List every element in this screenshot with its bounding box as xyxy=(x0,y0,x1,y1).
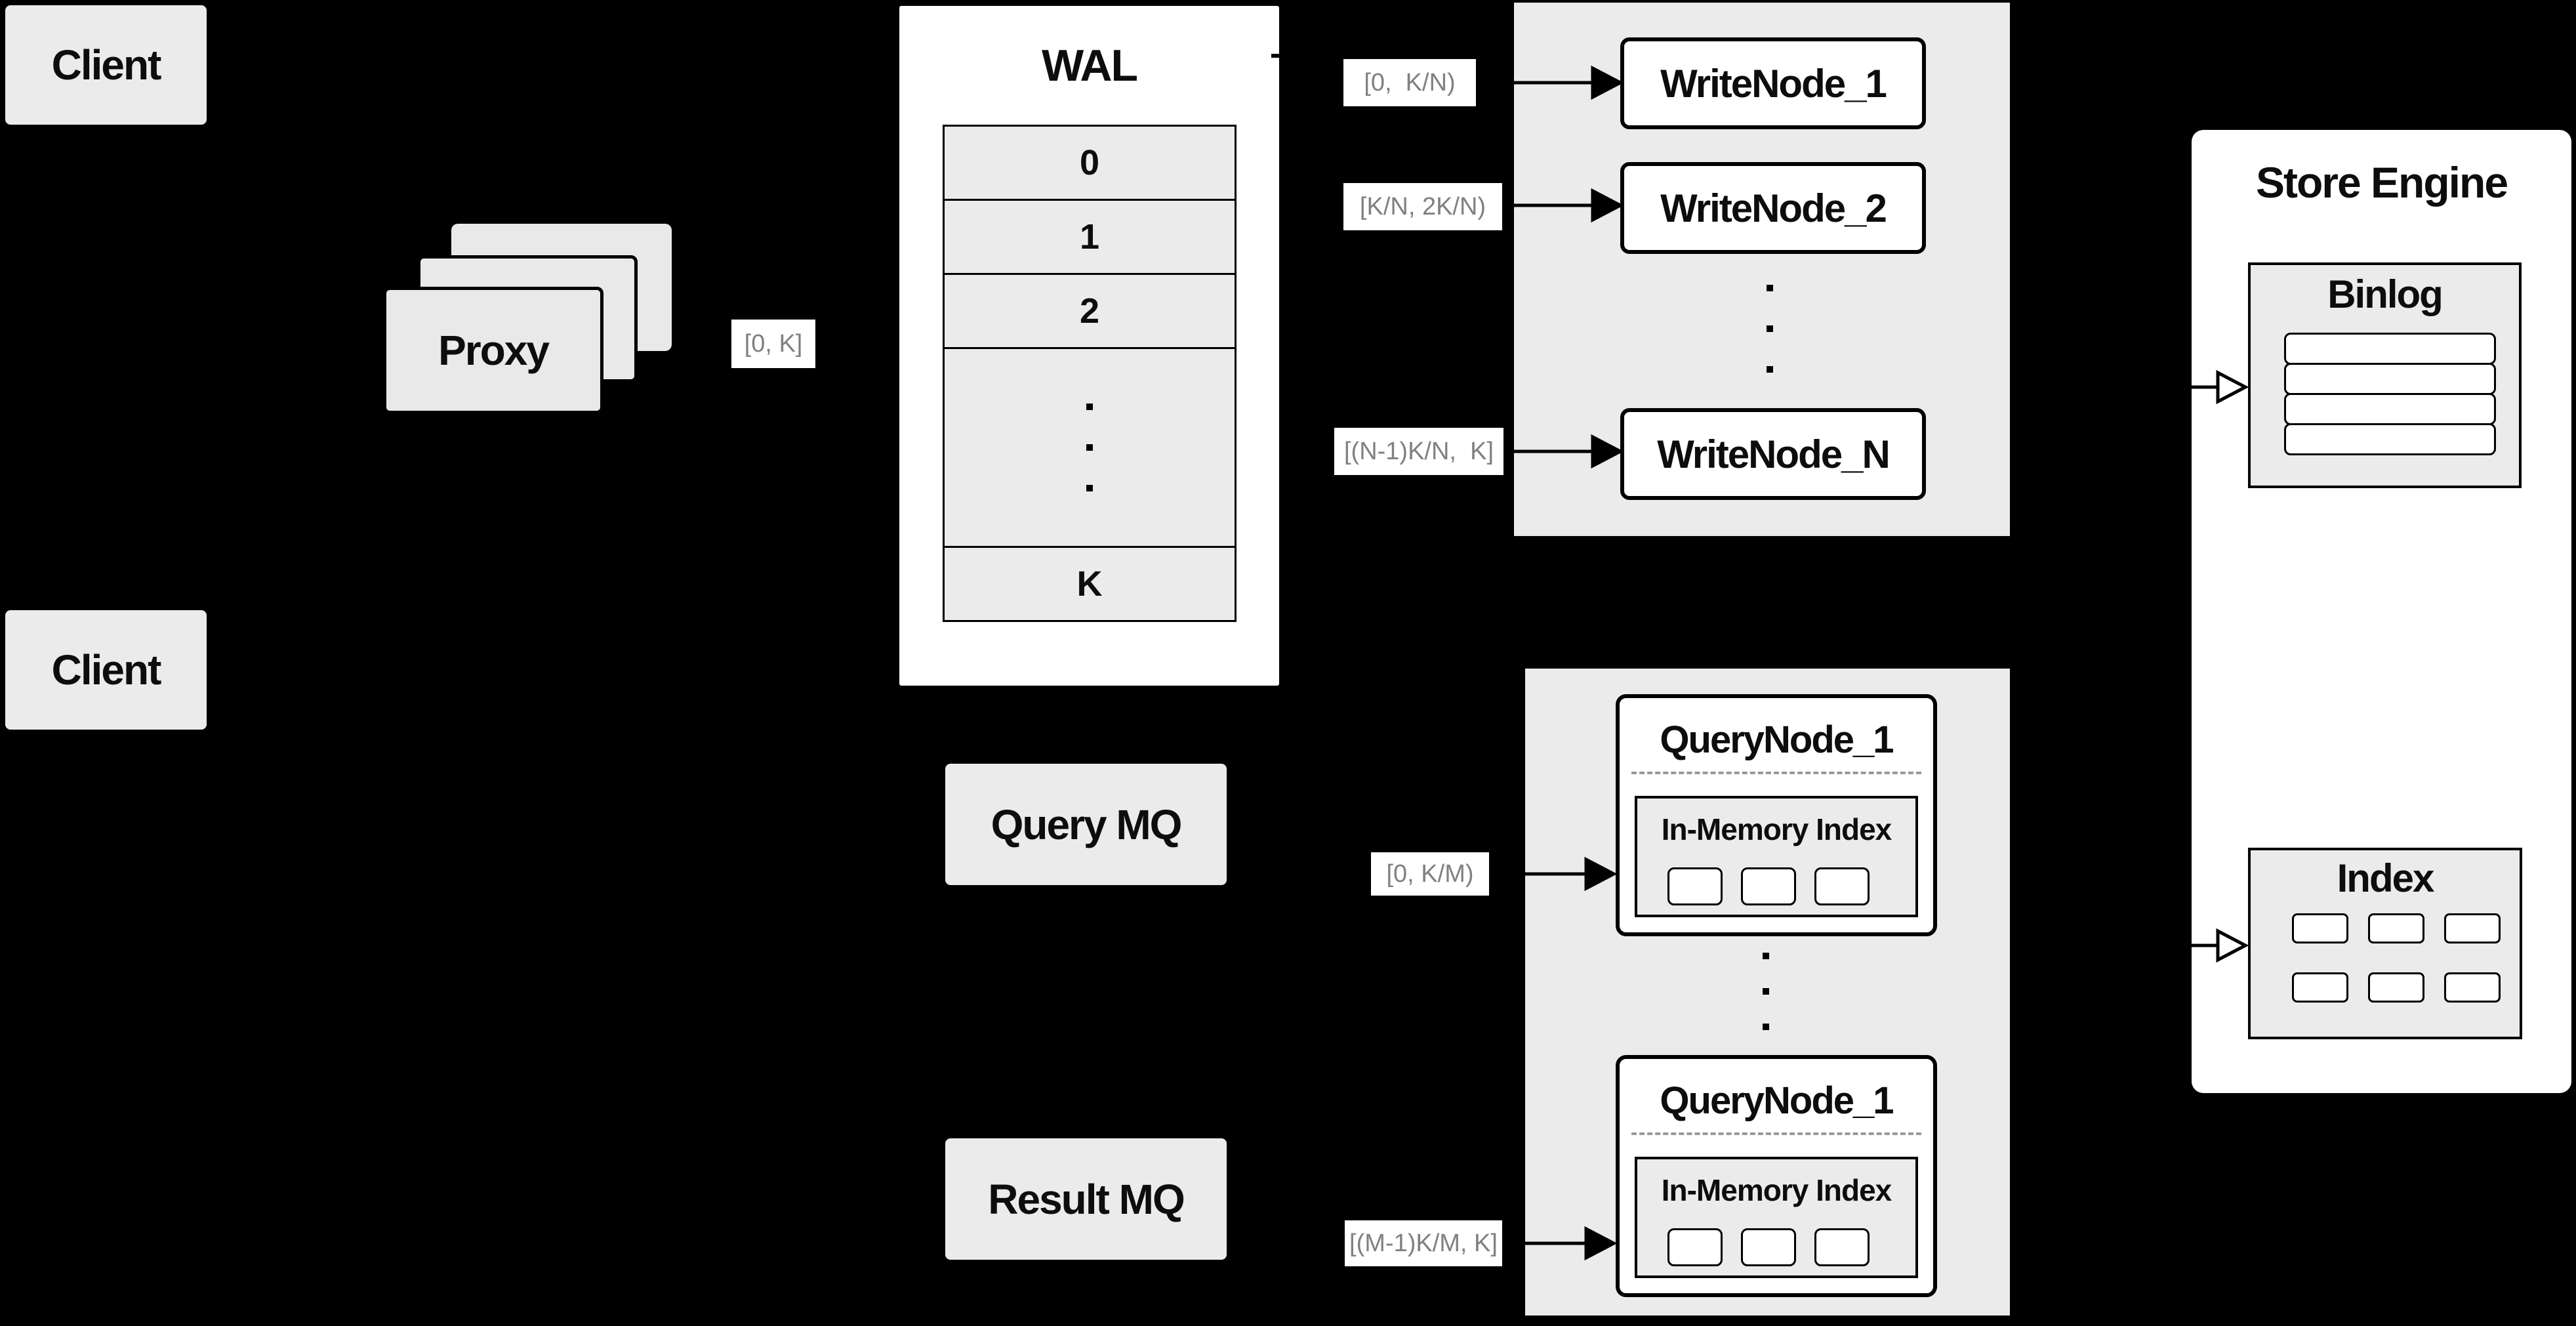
range-label-querynode-m: [(M-1)K/M, K] xyxy=(1345,1220,1502,1266)
in-memory-index-title: In-Memory Index xyxy=(1661,1173,1892,1207)
wal-row-1: 1 xyxy=(943,199,1237,275)
range-label-proxy: [0, K] xyxy=(731,320,815,368)
wal-row-0: 0 xyxy=(943,125,1237,201)
in-memory-index-box: In-Memory Index xyxy=(1635,796,1918,917)
binlog-row xyxy=(2284,393,2496,425)
store-engine-box: Store Engine Binlog Index xyxy=(2192,130,2571,1093)
query-node-1: QueryNode_1 In-Memory Index xyxy=(1616,694,1937,936)
client-box-bottom: Client xyxy=(5,610,207,730)
ellipsis-dots xyxy=(1763,953,1769,1030)
wal-title: WAL xyxy=(1041,41,1138,91)
query-node-title: QueryNode_1 xyxy=(1660,1079,1894,1122)
dashed-divider xyxy=(1631,772,1921,774)
ellipsis-dots xyxy=(1767,285,1773,373)
write-node-1: WriteNode_1 xyxy=(1620,37,1926,129)
range-label-writenode-2: [K/N, 2K/N) xyxy=(1343,183,1502,230)
dashed-divider xyxy=(1631,1132,1921,1135)
index-box: Index xyxy=(2248,848,2522,1039)
wal-row-k: K xyxy=(943,546,1237,622)
write-node-n: WriteNode_N xyxy=(1620,408,1926,500)
range-label-writenode-n: [(N-1)K/N, K] xyxy=(1334,428,1503,475)
ellipsis-dots xyxy=(1086,404,1093,491)
store-engine-title: Store Engine xyxy=(2255,158,2508,207)
in-memory-index-title: In-Memory Index xyxy=(1661,812,1892,846)
binlog-rows xyxy=(2284,333,2496,455)
index-segment-cells xyxy=(1667,1228,1870,1266)
index-title: Index xyxy=(2337,856,2435,900)
proxy-box: Proxy xyxy=(383,287,603,414)
client-box-top: Client xyxy=(5,5,207,125)
binlog-row xyxy=(2284,333,2496,365)
write-nodes-panel: WriteNode_1 WriteNode_2 WriteNode_N xyxy=(1514,3,2010,536)
in-memory-index-box: In-Memory Index xyxy=(1635,1157,1918,1278)
write-node-2: WriteNode_2 xyxy=(1620,162,1926,254)
index-segment-cells xyxy=(1667,867,1870,905)
wal-box: WAL 0 1 2 K xyxy=(897,4,1281,688)
wal-row-2: 2 xyxy=(943,273,1237,349)
binlog-box: Binlog xyxy=(2248,262,2522,488)
binlog-title: Binlog xyxy=(2327,272,2443,316)
index-cells xyxy=(2292,913,2501,1003)
wal-row-ellipsis xyxy=(943,347,1237,548)
range-label-querynode-1: [0, K/M) xyxy=(1371,852,1489,896)
result-mq-box: Result MQ xyxy=(945,1138,1227,1260)
query-mq-box: Query MQ xyxy=(945,764,1227,885)
binlog-row xyxy=(2284,423,2496,455)
wal-segment-table: 0 1 2 K xyxy=(943,125,1237,622)
binlog-row xyxy=(2284,363,2496,395)
query-node-title: QueryNode_1 xyxy=(1660,718,1894,761)
range-label-writenode-1: [0, K/N) xyxy=(1343,59,1476,106)
query-node-2: QueryNode_1 In-Memory Index xyxy=(1616,1055,1937,1297)
